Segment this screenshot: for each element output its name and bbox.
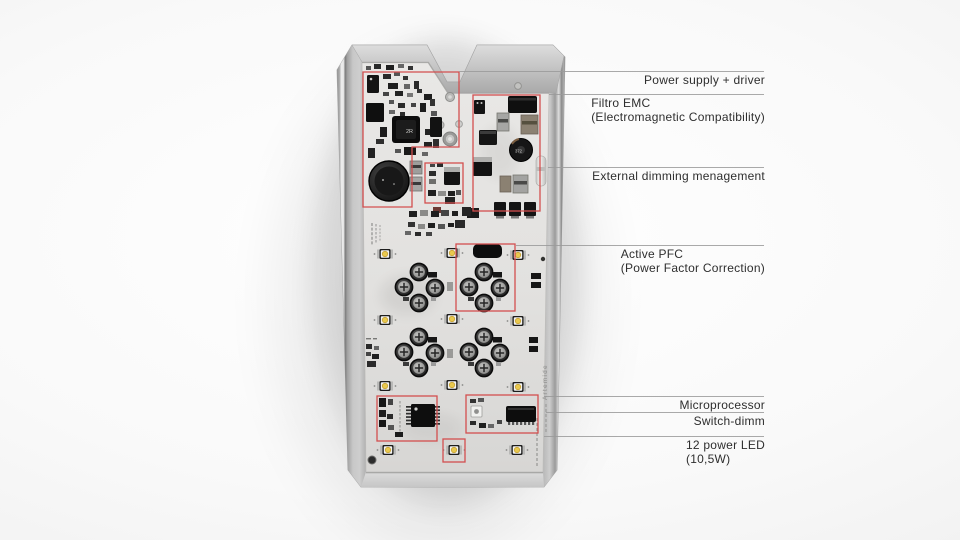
callout-label-power-supply: Power supply + driver — [644, 73, 765, 88]
label-text: Microprocessor — [679, 398, 765, 412]
annotation-box-power-supply — [362, 71, 460, 208]
label-subtext: (Power Factor Correction) — [620, 260, 765, 275]
label-text: Filtro EMC — [591, 96, 651, 110]
callout-label-switch-dimm: Switch-dimm — [693, 414, 765, 429]
switch-dimm-components — [470, 398, 536, 428]
capacitor-clusters — [366, 244, 541, 377]
annotation-box-external-dimming — [424, 162, 464, 204]
silkscreen-brand: Artemide — [542, 364, 549, 400]
drum-inductor — [368, 160, 410, 202]
svg-text:372: 372 — [515, 149, 523, 154]
callout-line-filtro-emc — [549, 94, 764, 95]
callout-label-active-pfc: Active PFC (Power Factor Correction) — [620, 247, 765, 275]
microprocessor-ic — [406, 404, 440, 427]
dimming-management-components — [428, 163, 461, 196]
left-side-wall — [337, 45, 366, 487]
annotation-box-microprocessor — [376, 395, 438, 442]
label-text: External dimming menagement — [592, 169, 765, 183]
emc-filter-components: 372 — [445, 96, 547, 219]
callout-label-external-dimming: External dimming menagement — [592, 169, 765, 184]
callout-line-active-pfc — [516, 245, 764, 246]
callout-line-external-dimming — [548, 167, 764, 168]
annotation-box-switch-dimm — [465, 394, 539, 434]
callout-line-power-supply — [459, 71, 764, 72]
label-subtext: (10,5W) — [685, 451, 731, 466]
annotation-box-active-pfc — [455, 243, 516, 312]
mid-board-smd-rows — [371, 207, 471, 246]
microprocessor-components — [379, 398, 440, 437]
smd-inductor: 2R — [392, 116, 420, 143]
callout-line-switch-dimm — [546, 412, 764, 413]
silkscreen: Artemide — [536, 364, 549, 466]
right-side-wall — [543, 45, 565, 487]
callout-label-microprocessor: Microprocessor — [679, 398, 765, 413]
callout-line-power-led — [544, 436, 764, 437]
switch-dimm-ic — [506, 406, 536, 425]
callout-line-microprocessor — [544, 396, 764, 397]
callout-label-filtro-emc: Filtro EMC (Electromagnetic Compatibilit… — [591, 96, 765, 124]
label-text: 12 power LED — [685, 438, 765, 452]
label-text: Switch-dimm — [693, 414, 765, 428]
bottom-end-face — [361, 472, 544, 487]
label-text: Power supply + driver — [644, 73, 765, 87]
smd-capacitor-block — [366, 103, 384, 122]
label-subtext: (Electromagnetic Compatibility) — [591, 109, 765, 124]
annotation-box-power-led — [442, 438, 466, 463]
annotation-box-filtro-emc — [472, 94, 541, 212]
toroid-inductor: 372 — [509, 138, 533, 162]
power-supply-driver-components: 2R — [366, 64, 442, 213]
annotation-boxes — [362, 71, 541, 463]
label-text: Active PFC — [620, 247, 684, 261]
svg-text:2R: 2R — [406, 129, 413, 135]
callout-label-power-led: 12 power LED (10,5W) — [685, 438, 765, 466]
